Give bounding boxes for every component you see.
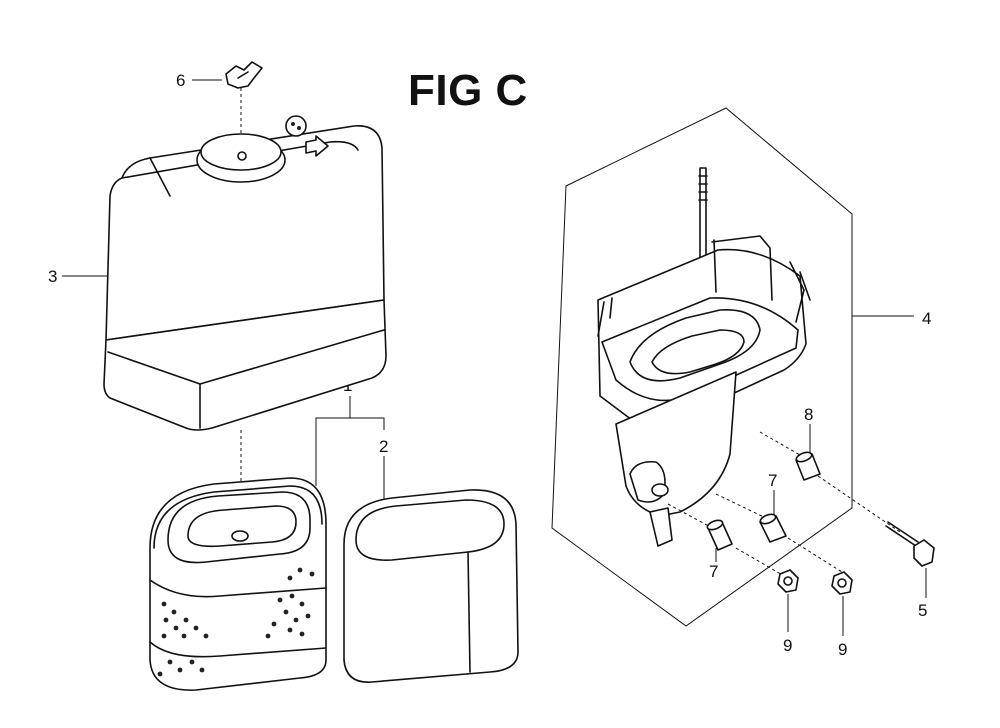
callout-9-right: 9 — [838, 640, 848, 659]
collar-8-part — [795, 424, 821, 481]
part-1-bracket — [315, 396, 385, 486]
collar-7-upper-part — [759, 490, 787, 543]
collar-7-lower-part — [706, 519, 733, 562]
paper-element-part — [149, 477, 327, 691]
bolt-5-part — [885, 521, 935, 598]
nut-9-left-part — [777, 569, 799, 632]
callout-7-lower: 7 — [709, 562, 719, 581]
callout-3: 3 — [48, 267, 58, 286]
perforation-dots — [157, 567, 315, 677]
air-cleaner-cover-part — [62, 115, 387, 520]
callout-5: 5 — [918, 601, 928, 620]
wing-nut-part — [192, 61, 263, 150]
foam-precleaner-part — [343, 456, 519, 683]
callout-2: 2 — [379, 437, 389, 456]
callout-4: 4 — [922, 309, 932, 328]
nut-9-right-part — [831, 571, 853, 636]
callout-8: 8 — [804, 405, 814, 424]
air-cleaner-case-part — [551, 107, 914, 627]
callout-6: 6 — [176, 71, 186, 90]
callout-7-upper: 7 — [768, 471, 778, 490]
figure-title: FIG C — [408, 66, 528, 115]
callout-9-left: 9 — [783, 636, 793, 655]
